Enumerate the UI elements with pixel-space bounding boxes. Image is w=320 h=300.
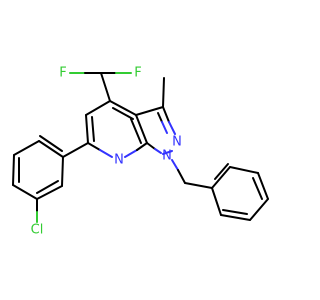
bond-n-c7a — [136, 142, 148, 151]
bond-c5-c6 — [85, 114, 89, 144]
bond-n2-n1 — [162, 150, 173, 155]
bond-ar-5-double — [36, 180, 59, 194]
bond-n1-ch2-blue — [171, 159, 179, 171]
bond-c3a-c7a — [135, 114, 148, 144]
bond-n-half-2 — [124, 149, 138, 158]
atom-labels: F F N N N Cl — [31, 66, 182, 238]
bond-ph-4 — [249, 198, 269, 221]
molecule-structure: F F N N N Cl — [0, 0, 300, 300]
bond-ph-3-double — [252, 177, 263, 200]
bond-ar-3 — [12, 154, 15, 186]
bond-c3a-c3 — [135, 106, 164, 116]
bond-ph-3 — [257, 172, 269, 200]
bond-ph-5 — [220, 214, 251, 221]
atom-cl: Cl — [31, 223, 44, 238]
bond-ar-1 — [38, 140, 64, 158]
bonds — [12, 72, 269, 223]
bond-ar-1-double — [39, 135, 63, 152]
bond-ph-1 — [211, 166, 231, 189]
bond-c3-n2-double-blue — [161, 121, 168, 134]
bond-c3-n2-black — [162, 106, 170, 123]
bond-ch2-phenyl — [184, 182, 213, 189]
bond-c3-methyl — [162, 77, 165, 108]
bond-c3-n2-blue — [168, 121, 176, 135]
background — [0, 0, 300, 300]
atom-f2: F — [134, 66, 141, 81]
bond-c3a-c7a-double — [130, 118, 142, 144]
bond-ar-4 — [12, 184, 38, 200]
bond-c6-n — [87, 142, 101, 151]
bond-ph-1-double — [214, 163, 229, 180]
bond-c3-n2-double-black — [157, 112, 163, 123]
bond-ph-2 — [229, 166, 259, 174]
bond-c5-c6-double — [91, 116, 95, 142]
bond-ar-2 — [13, 140, 40, 156]
bond-c4-c5 — [85, 100, 111, 116]
bond-ph-5-double — [222, 209, 248, 215]
atom-n-pyrazole-2: N — [172, 135, 182, 150]
bond-c7a-n1-blue — [154, 148, 162, 154]
bond-c7a-n1-black — [146, 142, 156, 150]
bond-c6-aryl — [62, 142, 89, 158]
bond-ar-5 — [36, 185, 63, 200]
atom-n-pyrazole-1: N — [162, 149, 172, 164]
bond-chf2-c4 — [100, 72, 111, 102]
bond-ar-6 — [61, 156, 64, 187]
atom-f1: F — [59, 66, 66, 81]
bond-n1-ch2-black — [177, 169, 186, 184]
bond-c4-c3a — [109, 100, 137, 116]
molecule-canvas: F F N N N Cl — [0, 0, 300, 300]
bond-n-half-1 — [99, 149, 113, 158]
bond-c4-c3a-double — [112, 107, 134, 120]
bond-ph-6 — [211, 187, 222, 216]
atom-n-pyridine: N — [114, 153, 124, 168]
